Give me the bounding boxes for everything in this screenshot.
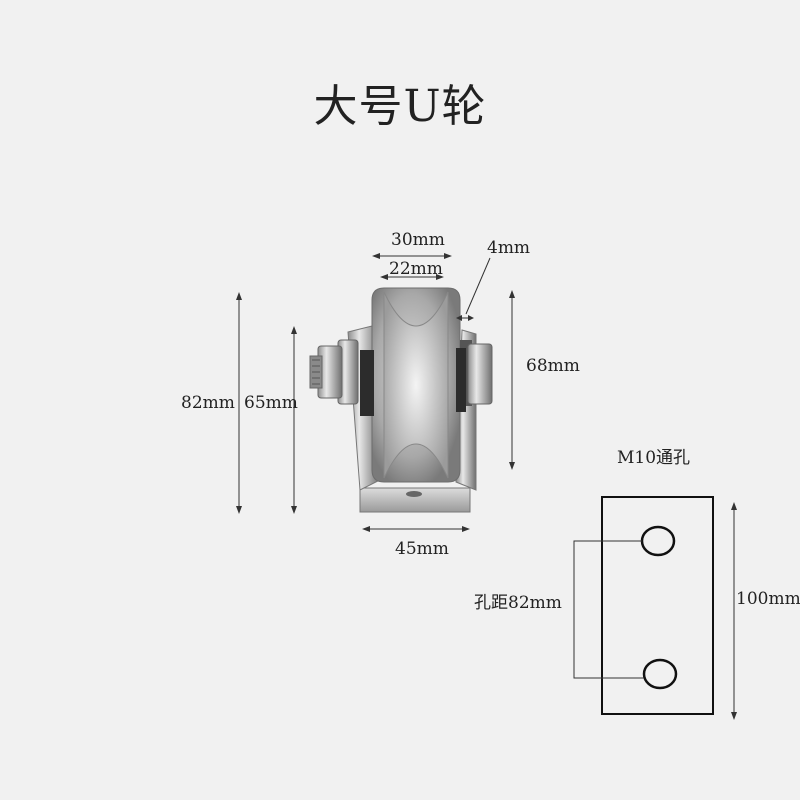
dim-total-height [236,292,242,514]
dim-width-groove [380,274,444,280]
label-hole-spacing: 孔距82mm [474,593,562,613]
label-base-width: 45mm [395,539,449,559]
label-wheel-height: 65mm [244,393,298,413]
mounting-hole-bottom [642,658,678,690]
dim-plate-thickness [456,257,491,321]
page-title: 大号U轮 [313,81,487,132]
dim-width-outer [372,253,452,259]
label-plate-thickness: 4mm [487,238,531,258]
label-total-height: 82mm [181,393,235,413]
dim-wheel-height [291,326,297,514]
mounting-hole-top [640,525,676,557]
label-hole-size: M10通孔 [617,448,691,468]
wheel-illustration [309,287,493,513]
dim-wheel-diameter [509,290,515,470]
label-wheel-diameter: 68mm [526,356,580,376]
mounting-plate [573,496,737,720]
label-width-groove: 22mm [389,259,443,279]
dim-base-width [362,526,470,532]
label-width-outer: 30mm [391,230,445,250]
label-plate-length: 100mm [736,589,800,609]
